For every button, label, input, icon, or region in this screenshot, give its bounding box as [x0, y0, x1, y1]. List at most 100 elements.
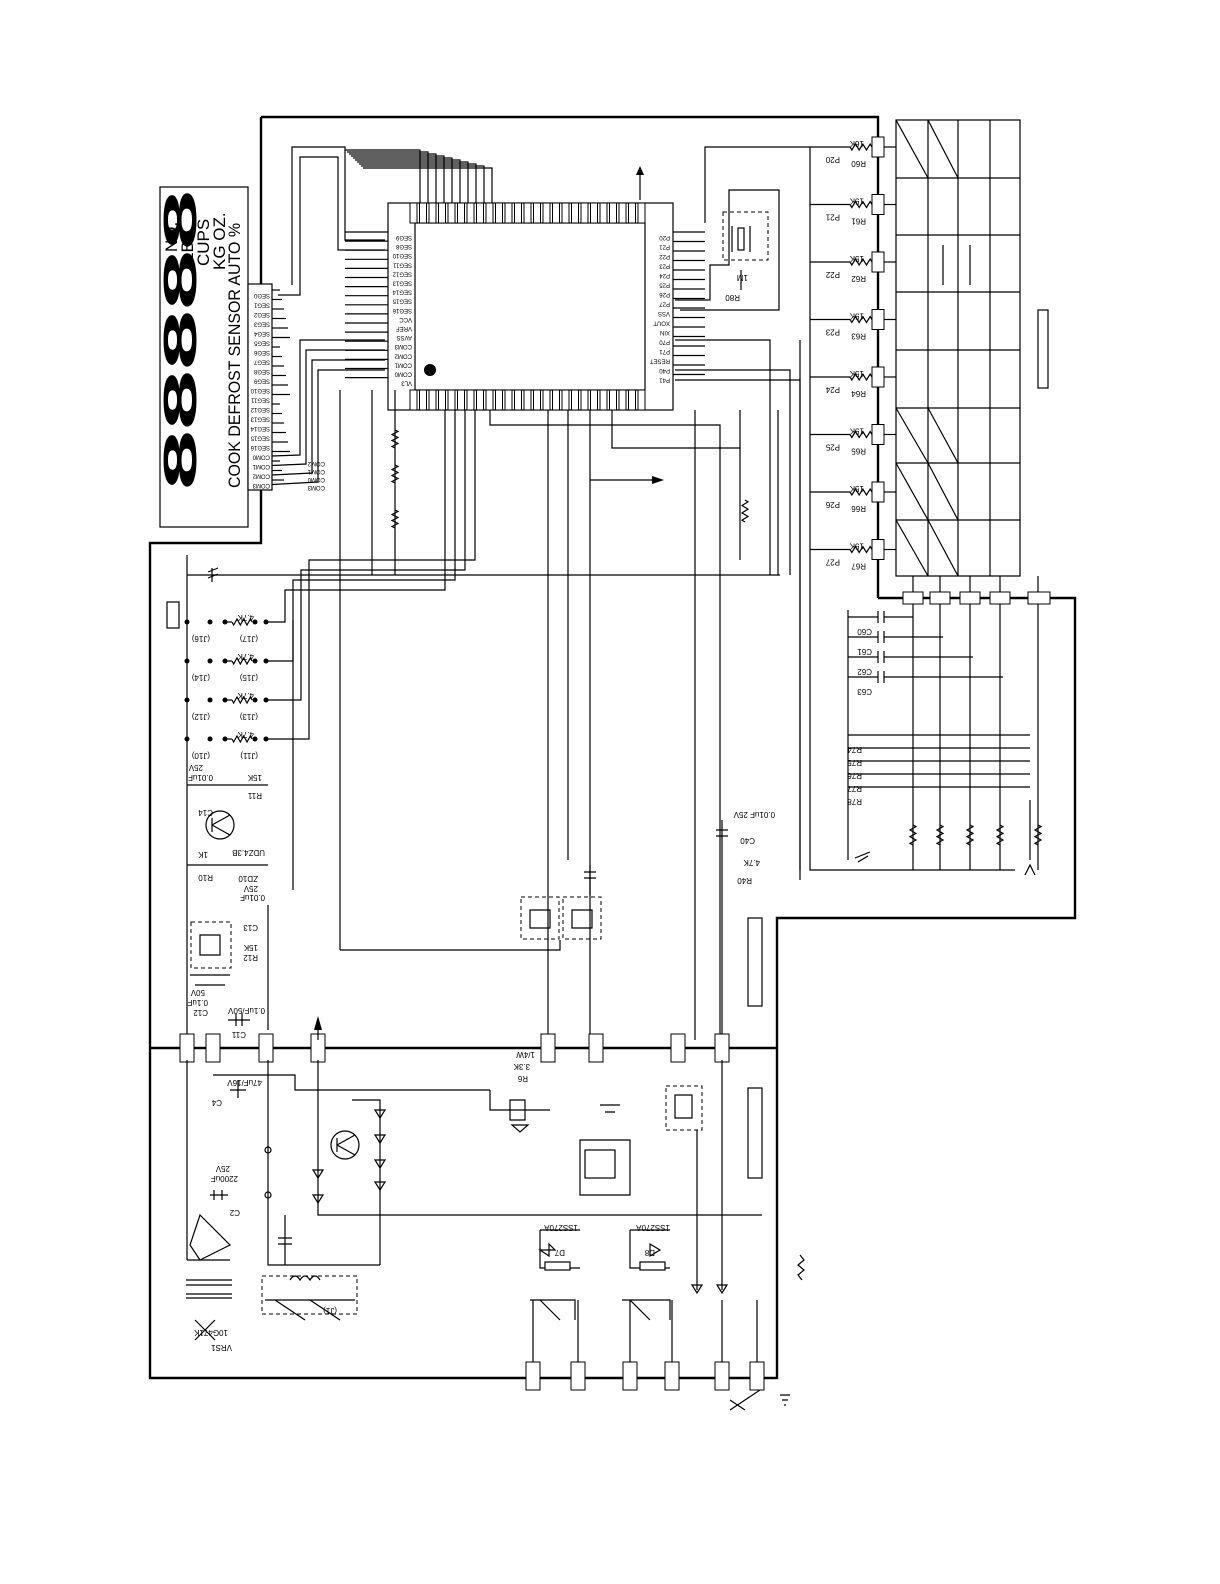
jumper-ref-a: (J17): [239, 634, 258, 643]
mcu-pin: [599, 389, 608, 411]
bus-wire: [675, 379, 801, 870]
mcu-right-pin-label: VSS: [658, 310, 670, 316]
km-port: P23: [825, 328, 840, 337]
km-res-ref: R62: [851, 274, 866, 283]
mcu-pin: [504, 389, 513, 411]
c12-value: 0.1uF: [187, 998, 208, 1007]
mcu-right-pin-label: RESET: [650, 358, 670, 364]
b2b-pin: [714, 1033, 730, 1063]
bus-wire: [489, 410, 721, 1040]
mcu-pin: [495, 389, 503, 411]
vrs1-ref: VRS1: [211, 1343, 232, 1352]
d8-ref: D8: [644, 1248, 655, 1257]
km-bottom-pin: [989, 591, 1011, 605]
d8-value: 1SS270A: [636, 1223, 670, 1232]
left-circuitry: [187, 620, 294, 1030]
r6-value: 3.3K: [513, 1062, 530, 1071]
bottom-pin: [749, 1361, 765, 1391]
mcu-pin: [514, 202, 522, 224]
km-diag: [895, 519, 929, 577]
bus-line: [349, 153, 437, 203]
c13-ref: C13: [243, 923, 258, 932]
mcu-pin: [618, 389, 627, 411]
microcontroller: SEG9SEG8SEG10SEG11SEG12SEG13SEG14SEG15SE…: [345, 166, 705, 411]
km-diag: [927, 519, 959, 577]
b2b-pin: [670, 1033, 686, 1063]
c12-volt: 50V: [190, 988, 205, 997]
mcu-pin: [542, 389, 551, 411]
bus-line: [351, 155, 445, 203]
vrs1-value: 10G471K: [194, 1328, 228, 1337]
pull-ref: R74: [847, 745, 862, 754]
lcd-pin-label: SEG12: [250, 406, 270, 412]
resistor: [231, 656, 253, 666]
mcu-pin: [580, 389, 589, 411]
bus-line: [357, 161, 469, 203]
c13-volt: 25V: [243, 884, 258, 893]
mcu-pin: [618, 202, 627, 224]
resistor: [935, 824, 945, 846]
pull-ref: R76: [847, 771, 862, 780]
resistor: [849, 200, 873, 209]
r6-power: 1/4W: [516, 1050, 535, 1059]
cap-ref: C62: [857, 667, 872, 676]
mcu-pin: [466, 389, 475, 411]
bottom-pin: [622, 1361, 638, 1391]
pin1-marker: [424, 364, 436, 376]
c13-value: 0.01uF: [240, 893, 265, 902]
bus-line: [359, 163, 477, 203]
pull-ref: R75: [847, 758, 862, 767]
mcu-pin: [428, 389, 437, 411]
mcu-left-pin-label: SEG15: [392, 298, 412, 304]
board-connector: [179, 1033, 730, 1063]
bottom-pin: [570, 1361, 586, 1391]
r40-ref: R40: [737, 876, 752, 885]
lcd-pin-label: COM1: [252, 463, 270, 469]
jumper-value: 4.7K: [237, 691, 254, 700]
lcd-pin-label: SEG2: [253, 311, 270, 317]
b2b-pin: [540, 1033, 556, 1063]
jumper-node: [184, 736, 190, 742]
c14-ref: C14: [198, 808, 213, 817]
mcu-pin: [637, 202, 646, 224]
jumper-ref-a: (J13): [239, 712, 258, 721]
km-port: P27: [825, 558, 840, 567]
mcu-left-pin-label: SEG10: [392, 252, 412, 258]
option-jumpers: 4.7K(J17)(J16)4.7K(J15)(J14)4.7K(J13)(J1…: [166, 410, 780, 1040]
km-bottom-pin: [929, 591, 951, 605]
cap-ref: C61: [857, 647, 872, 656]
mcu-pin: [419, 202, 427, 224]
bus-wire: [340, 940, 561, 951]
mcu-left-pin-label: SEG14: [392, 289, 412, 295]
km-res-value: 16K: [849, 139, 864, 148]
jumper-node: [207, 697, 213, 703]
km-res-value: 15K: [849, 254, 864, 263]
mcu-pin: [561, 202, 570, 224]
d7-value: 1SS270A: [544, 1223, 578, 1232]
resistor: [390, 509, 400, 529]
b2b-pin: [205, 1033, 221, 1063]
resistor: [390, 429, 400, 449]
com-wire: [271, 349, 385, 467]
c4-ref: C4: [211, 1098, 222, 1107]
km-diag: [927, 462, 959, 521]
jumper-value: 4.7K: [237, 613, 254, 622]
km-diag: [895, 119, 929, 179]
km-res-ref: R60: [851, 159, 866, 168]
mcu-pin: [580, 202, 589, 224]
r12-ref: R12: [243, 953, 258, 962]
resistor: [740, 499, 750, 523]
mcu-right-pin-label: P41: [659, 377, 670, 383]
mcu-left-pin-label: VCC: [399, 316, 412, 322]
bus-wire: [675, 369, 791, 575]
ground: [854, 851, 871, 863]
km-res-value: 15K: [849, 369, 864, 378]
b2b-pin: [179, 1033, 195, 1063]
lcd-pin-label: SEG5: [253, 340, 270, 346]
mcu-right-pin-label: P23: [659, 263, 670, 269]
km-port: P22: [825, 270, 840, 279]
mcu-left-pin-label: SEG8: [395, 243, 412, 249]
mcu-right-pin-label: P21: [659, 244, 670, 250]
r40-value: 4.7K: [743, 858, 760, 867]
